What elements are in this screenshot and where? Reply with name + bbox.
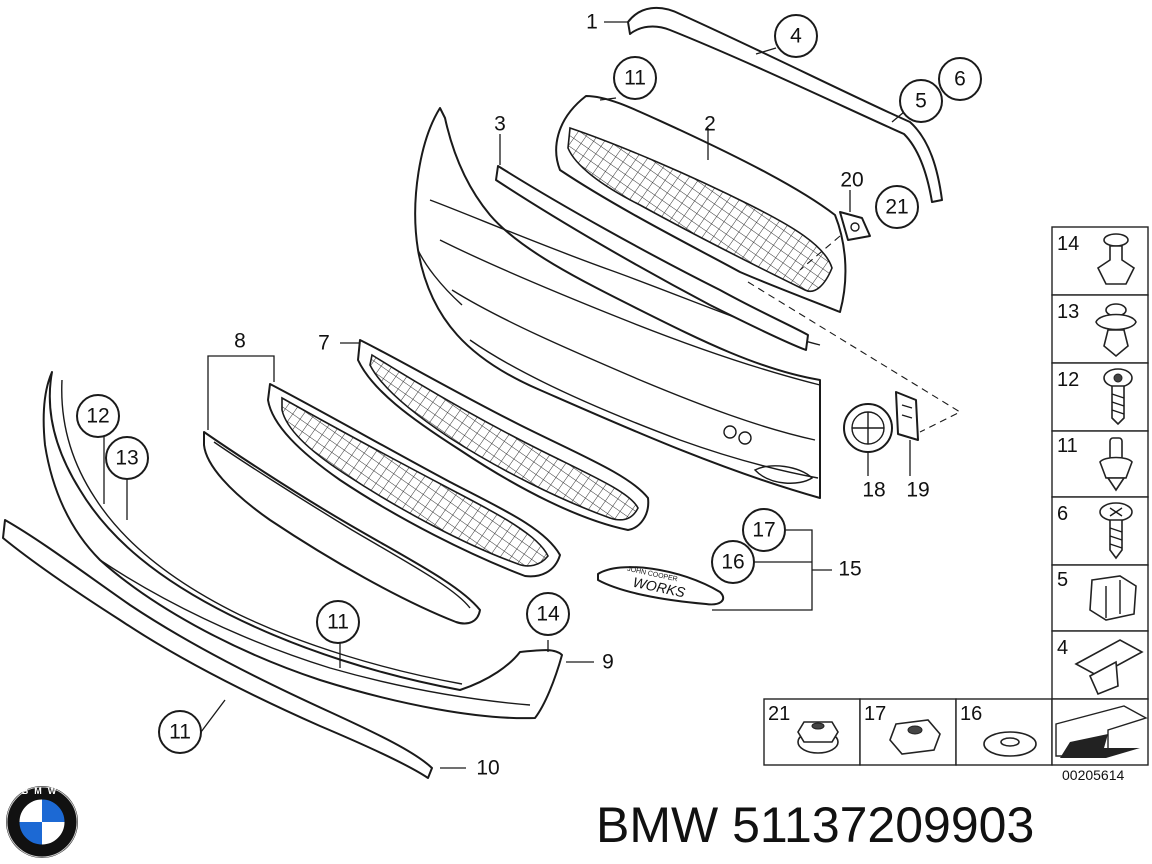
brand-name: BMW [596, 797, 719, 853]
callout-5-label: 5 [915, 90, 927, 113]
hardware-label-12: 12 [1057, 369, 1079, 391]
callout-12-label: 12 [86, 405, 109, 428]
mounting-bracket [895, 391, 919, 441]
assembly-lines [747, 235, 962, 433]
callout-6-label: 6 [954, 68, 966, 91]
lower-spoiler [42, 371, 563, 720]
callout-3: 3 [494, 113, 506, 136]
upper-grille [555, 95, 847, 313]
callout-5: 5 [899, 79, 943, 123]
hardware-label-4: 4 [1057, 637, 1068, 659]
callout-7-label: 7 [318, 332, 330, 355]
callout-12: 12 [76, 394, 120, 438]
callout-1: 1 [586, 11, 598, 34]
hardware-label-13: 13 [1057, 301, 1079, 323]
callout-9-label: 9 [602, 651, 614, 674]
washer-plate [839, 211, 871, 241]
callout-18: 18 [862, 479, 885, 502]
clip-nut-icon [1089, 575, 1137, 621]
callout-2: 2 [704, 113, 716, 136]
trim-strip [627, 6, 943, 203]
callout-7: 7 [318, 332, 330, 355]
callout-16-label: 16 [721, 551, 744, 574]
push-rivet-icon [1096, 233, 1136, 285]
callout-13-label: 13 [115, 447, 138, 470]
clip-pin-icon [1099, 437, 1133, 492]
callout-19-label: 19 [906, 479, 929, 502]
callout-17: 17 [742, 508, 786, 552]
spring-clip-icon [1074, 639, 1144, 696]
hardware-label-11: 11 [1057, 435, 1078, 457]
hardware-row: 21 17 16 [763, 698, 1149, 766]
callout-1-label: 1 [586, 11, 598, 34]
callout-15-label: 15 [838, 558, 861, 581]
callout-11-top-label: 11 [624, 67, 646, 90]
callout-21-label: 21 [885, 196, 908, 219]
callout-14-label: 14 [536, 603, 560, 626]
callout-11-bottom-label: 11 [169, 721, 191, 744]
reinforcement-bar [495, 165, 809, 351]
jcw-emblem: JOHN COOPER WORKS [597, 566, 725, 606]
callout-11-bottom: 11 [158, 710, 202, 754]
callout-10: 10 [476, 757, 499, 780]
callout-21: 21 [875, 185, 919, 229]
callout-8: 8 [234, 330, 246, 353]
screw-icon [1103, 368, 1133, 426]
fog-light-cover [843, 403, 893, 453]
bmw-logo-text: BMW [22, 786, 63, 796]
bmw-roundel-icon: BMW [6, 786, 78, 858]
hardware-label-17: 17 [864, 703, 886, 725]
callout-11-top: 11 [613, 56, 657, 100]
callout-13: 13 [105, 436, 149, 480]
collar-nut-icon [797, 721, 839, 754]
lower-grille-outer [357, 339, 650, 531]
hardware-label-16: 16 [960, 703, 982, 725]
hardware-label-21: 21 [768, 703, 790, 725]
callout-20: 20 [840, 169, 863, 192]
callout-4-label: 4 [790, 25, 802, 48]
underbody-strip [2, 519, 433, 779]
callout-8-label: 8 [234, 330, 246, 353]
direction-arrow-icon [1055, 705, 1148, 758]
callout-3-label: 3 [494, 113, 506, 136]
drawing-number: 00205614 [1062, 767, 1125, 783]
hex-nut-icon [889, 719, 941, 755]
lower-grille-frame [203, 383, 561, 625]
hardware-label-5: 5 [1057, 569, 1068, 591]
callout-10-label: 10 [476, 757, 499, 780]
callout-15: 15 [838, 558, 861, 581]
leader-lines [103, 21, 911, 769]
expanding-rivet-icon [1095, 303, 1137, 358]
callout-19: 19 [906, 479, 929, 502]
part-number-title: BMW 51137209903 [596, 790, 1146, 860]
callout-6: 6 [938, 57, 982, 101]
washer-screw-icon [1099, 502, 1133, 560]
callout-18-label: 18 [862, 479, 885, 502]
washer-icon [983, 731, 1037, 757]
callout-17-label: 17 [752, 519, 775, 542]
callout-4: 4 [774, 14, 818, 58]
callout-14: 14 [526, 592, 570, 636]
callout-20-label: 20 [840, 169, 863, 192]
hardware-column: 14 13 12 11 6 5 4 [1051, 226, 1149, 700]
part-number: 51137209903 [732, 797, 1035, 853]
callout-2-label: 2 [704, 113, 716, 136]
hardware-label-6: 6 [1057, 503, 1068, 525]
callout-11-mid-label: 11 [327, 611, 349, 634]
bumper-shell [414, 107, 821, 499]
callout-16: 16 [711, 540, 755, 584]
callout-11-mid: 11 [316, 600, 360, 644]
callout-9: 9 [602, 651, 614, 674]
hardware-label-14: 14 [1057, 233, 1079, 255]
